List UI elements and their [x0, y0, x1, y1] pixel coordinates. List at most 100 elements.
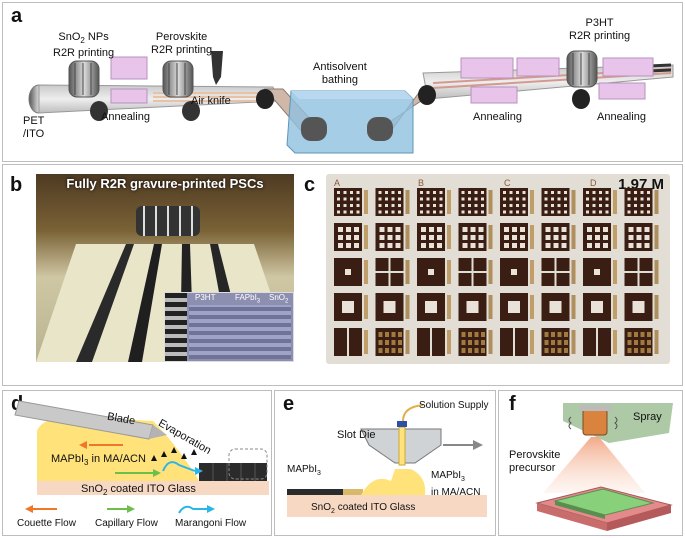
contact-strip: [571, 260, 576, 284]
electrode-dot: [474, 191, 478, 194]
electrode-pad: [553, 227, 559, 232]
electrode-dot: [433, 210, 436, 214]
electrode-dot: [627, 191, 631, 194]
electrode-dot: [503, 210, 506, 214]
electrode-pad: [587, 235, 592, 240]
sno2-gravure-roll: [68, 60, 100, 98]
electrode-dot: [385, 210, 388, 214]
contact-strip: [447, 260, 451, 284]
electrode-pad: [474, 348, 479, 353]
electrode-window: [342, 301, 354, 313]
electrode-dot: [461, 197, 465, 201]
contact-strip: [530, 295, 534, 319]
electrode-window: [549, 301, 562, 313]
sno2-printing-label: SnO2 NPs R2R printing: [53, 31, 115, 60]
electrode-pad: [595, 235, 600, 240]
contact-strip: [530, 190, 534, 214]
contact-strip: [654, 330, 659, 354]
spray-nozzle: [582, 408, 608, 436]
electrode-dot: [647, 204, 650, 207]
electrode-dot: [378, 204, 382, 207]
contact-strip: [488, 260, 493, 284]
electrode-pad: [553, 235, 559, 240]
electrode-pad: [474, 340, 479, 345]
electrode-dot: [481, 197, 484, 201]
contact-strip: [613, 260, 617, 284]
electrode-pad: [603, 227, 608, 232]
electrode-dot: [398, 204, 401, 207]
electrode-dot: [599, 191, 602, 194]
electrode-dot: [592, 210, 596, 214]
electrode-dot: [503, 197, 506, 201]
contact-strip: [447, 330, 451, 354]
electrode-pad: [628, 227, 634, 232]
panel-b-label: b: [10, 174, 23, 196]
electrode-pad: [634, 348, 638, 353]
contact-strip: [488, 190, 493, 214]
electrode-dot: [426, 197, 430, 201]
electrode-dot: [343, 204, 347, 207]
coated-film: [199, 463, 267, 481]
electrode-dot: [337, 197, 340, 201]
contact-strip: [654, 225, 659, 249]
inset-label-fapbi3: FAPbI3: [235, 293, 261, 305]
electrode-pad: [551, 348, 555, 353]
inset-label-p3ht: P3HT: [195, 293, 216, 302]
panel-a: a: [2, 2, 683, 162]
electrode-dot: [551, 210, 554, 214]
annealing-label-1: Annealing: [101, 111, 150, 123]
electrode-pad: [587, 243, 592, 248]
electrode-pad: [346, 235, 351, 240]
electrode-dot: [557, 204, 561, 207]
contact-strip: [654, 295, 659, 319]
electrode-dot: [350, 191, 353, 194]
electrode-pad: [595, 243, 600, 248]
electrode-pad: [634, 332, 638, 337]
electrode-dot: [599, 197, 602, 201]
electrode-dot: [564, 191, 567, 194]
annealing-box-top-3: [516, 57, 560, 77]
electrode-window: [383, 301, 396, 313]
legend-capillary: Capillary Flow: [95, 518, 158, 529]
electrode-dot: [509, 204, 513, 207]
electrode-dot: [468, 204, 471, 207]
electrode-pad: [595, 227, 600, 232]
electrode-gap: [430, 328, 432, 356]
electrode-pad: [462, 243, 468, 248]
electrode-pad: [561, 235, 567, 240]
electrode-pad: [338, 227, 343, 232]
panel-e-label: e: [283, 393, 295, 415]
contact-strip: [613, 225, 617, 249]
electrode-dot: [420, 204, 423, 207]
electrode-dot: [398, 197, 401, 201]
electrode-dot: [391, 210, 395, 214]
electrode-dot: [474, 204, 478, 207]
annealing-label-3: Annealing: [597, 111, 646, 123]
electrode-dot: [350, 197, 353, 201]
film-label: MAPbI3: [287, 464, 321, 477]
electrode-dot: [586, 191, 589, 194]
electrode-dot: [350, 204, 353, 207]
substrate-label: SnO2 coated ITO Glass: [311, 502, 416, 515]
electrode-dot: [474, 197, 478, 201]
electrode-window: [466, 301, 479, 313]
electrode-dot: [557, 210, 561, 214]
electrode-pad: [512, 227, 517, 232]
electrode-dot: [557, 191, 561, 194]
electrode-dot: [439, 191, 443, 194]
annealing-box-bottom-4: [598, 82, 646, 100]
electrode-dot: [420, 191, 423, 194]
legend-marangoni: Marangoni Flow: [175, 518, 247, 529]
electrode-pad: [398, 348, 402, 353]
electrode-dot: [557, 197, 561, 201]
electrode-pad: [481, 332, 485, 337]
air-knife: [211, 51, 223, 85]
electrode-pad: [470, 243, 476, 248]
electrode-pad: [512, 243, 517, 248]
slot-die-schematic: [287, 404, 487, 517]
electrode-dot: [481, 204, 484, 207]
electrode-dot: [634, 210, 637, 214]
